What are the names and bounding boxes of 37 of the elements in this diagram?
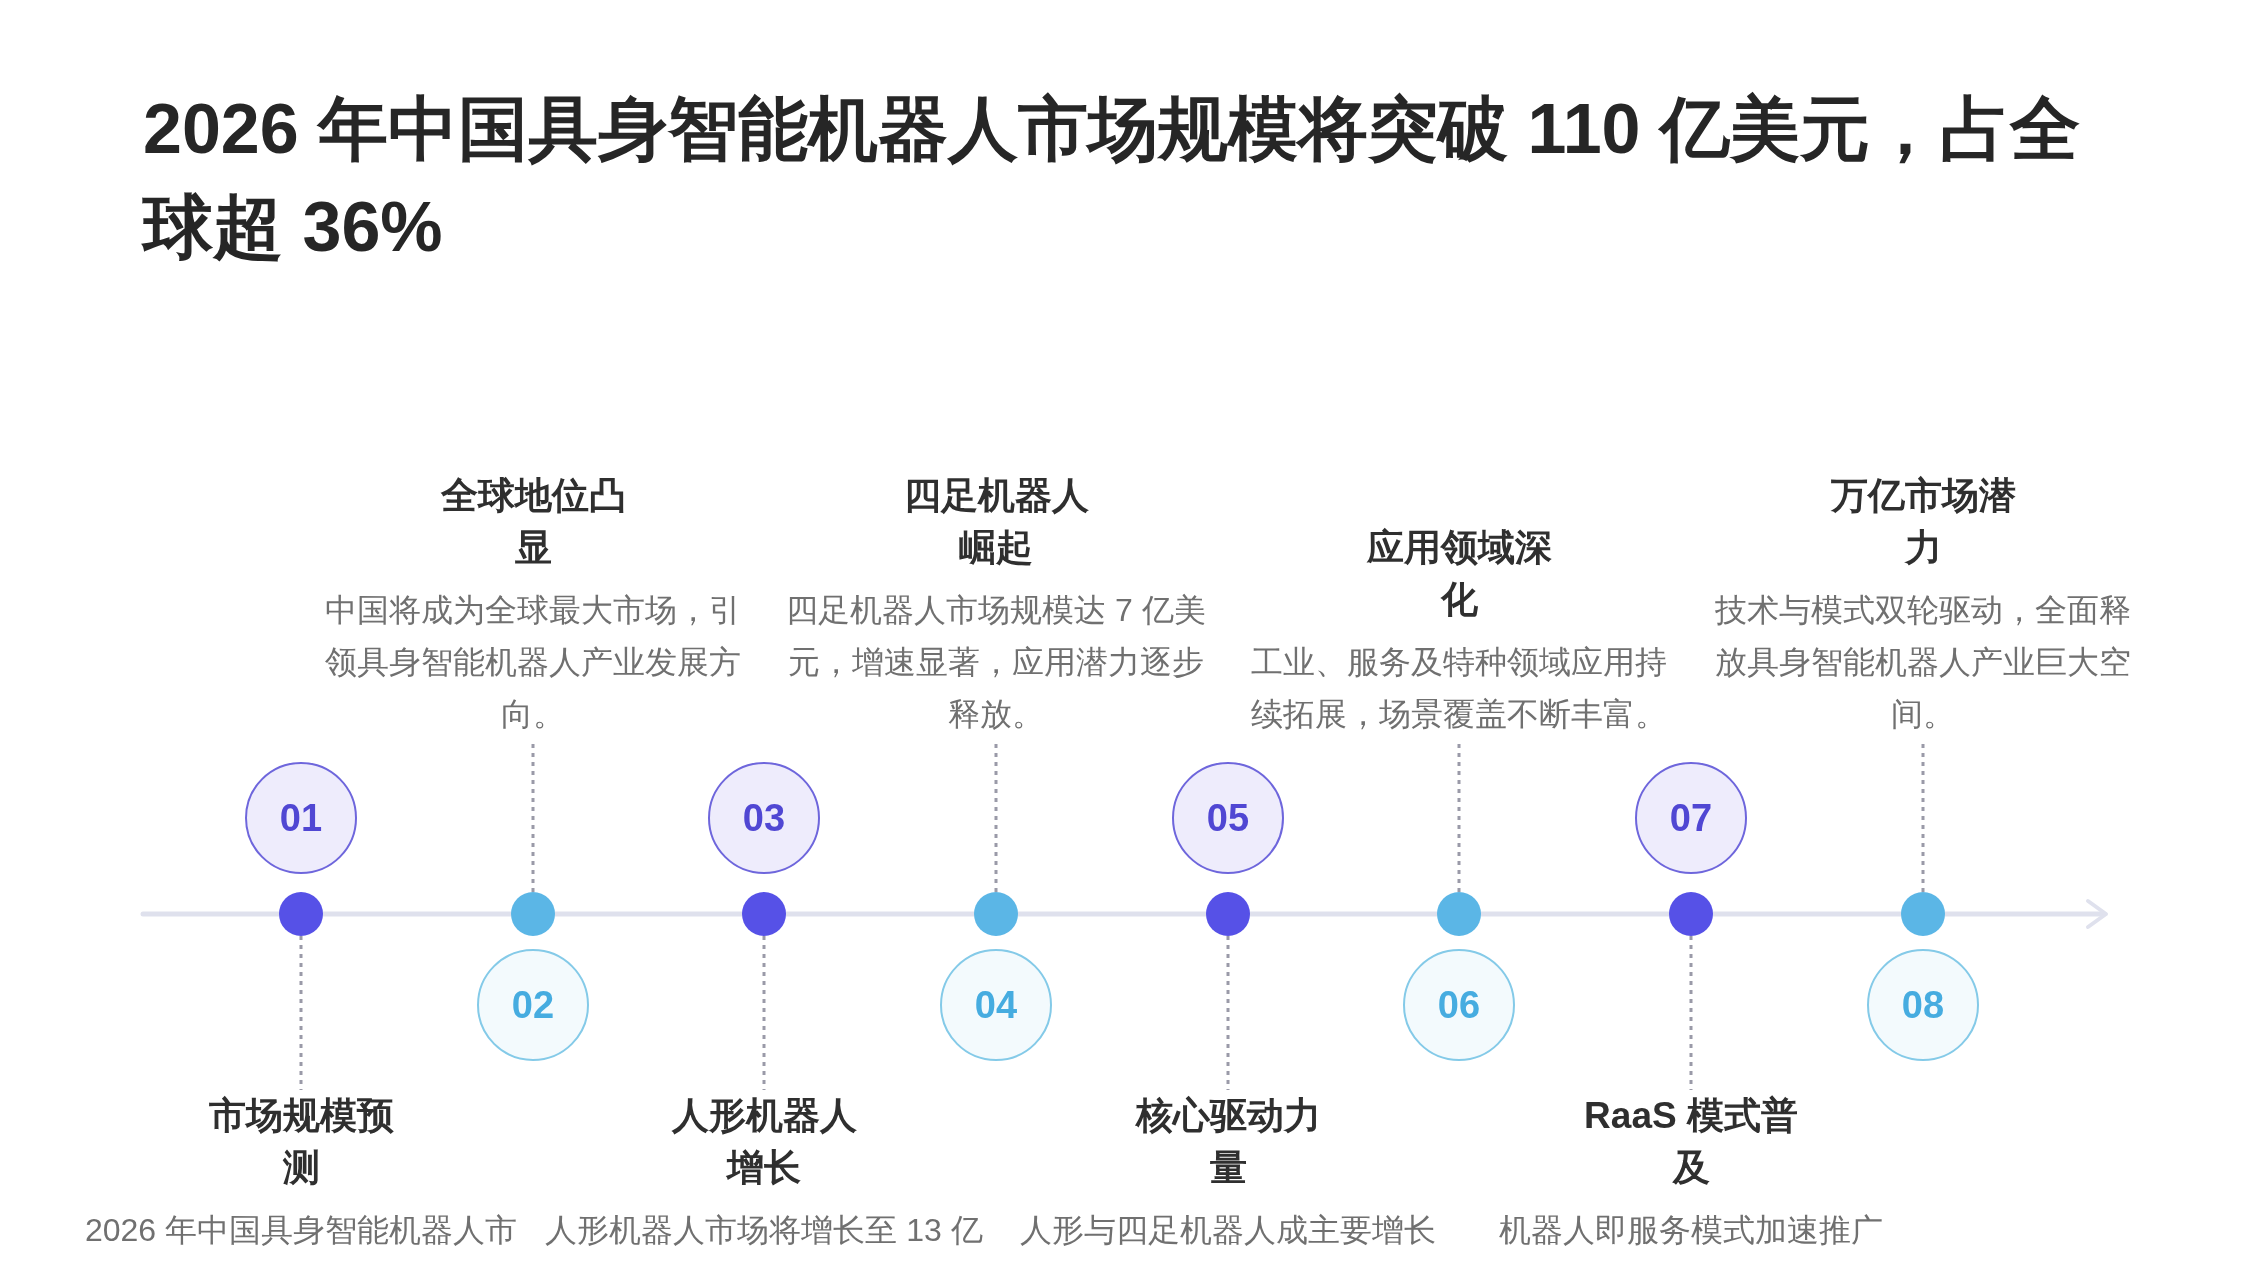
- dashed-line: [299, 936, 303, 1090]
- dot-icon: [1669, 892, 1713, 936]
- item-heading: 四足机器人崛起: [902, 474, 1090, 570]
- item-heading: 万亿市场潜力: [1829, 474, 2017, 570]
- item-description: 人形与四足机器人成主要增长: [1020, 1211, 1436, 1250]
- dot-icon: [974, 892, 1018, 936]
- item-heading: 应用领域深化: [1365, 526, 1553, 622]
- dot-icon: [511, 892, 555, 936]
- dashed-line: [762, 936, 766, 1090]
- item-heading: 人形机器人增长: [670, 1094, 858, 1190]
- title: 2026 年中国具身智能机器人市场规模将突破 110 亿美元，占全球超 36%: [143, 89, 2081, 268]
- dot-icon: [279, 892, 323, 936]
- dashed-line: [1689, 936, 1693, 1090]
- dashed-line: [1226, 936, 1230, 1090]
- number-circle: 06: [1403, 949, 1515, 1061]
- number-circle: 03: [708, 762, 820, 874]
- dot-icon: [1206, 892, 1250, 936]
- item-heading: 市场规模预测: [207, 1094, 395, 1190]
- item-description: 工业、服务及特种领域应用持续拓展，场景覆盖不断丰富。: [1250, 643, 1668, 734]
- dot-icon: [1437, 892, 1481, 936]
- item-description: 四足机器人市场规模达 7 亿美元，增速显著，应用潜力逐步释放。: [785, 591, 1207, 734]
- item-description: 中国将成为全球最大市场，引领具身智能机器人产业发展方向。: [324, 591, 742, 734]
- dot-icon: [742, 892, 786, 936]
- number-circle: 07: [1635, 762, 1747, 874]
- item-heading: RaaS 模式普及: [1583, 1094, 1799, 1190]
- number-circle: 08: [1867, 949, 1979, 1061]
- number-circle: 02: [477, 949, 589, 1061]
- item-description: 人形机器人市场将增长至 13 亿: [545, 1211, 983, 1250]
- number-circle: 04: [940, 949, 1052, 1061]
- dot-icon: [1901, 892, 1945, 936]
- number-circle: 01: [245, 762, 357, 874]
- item-description: 技术与模式双轮驱动，全面释放具身智能机器人产业巨大空间。: [1714, 591, 2132, 734]
- item-heading: 核心驱动力量: [1134, 1094, 1322, 1190]
- item-description: 2026 年中国具身智能机器人市: [84, 1211, 518, 1250]
- item-heading: 全球地位凸显: [439, 474, 627, 570]
- number-circle: 05: [1172, 762, 1284, 874]
- item-description: 机器人即服务模式加速推广: [1499, 1211, 1883, 1250]
